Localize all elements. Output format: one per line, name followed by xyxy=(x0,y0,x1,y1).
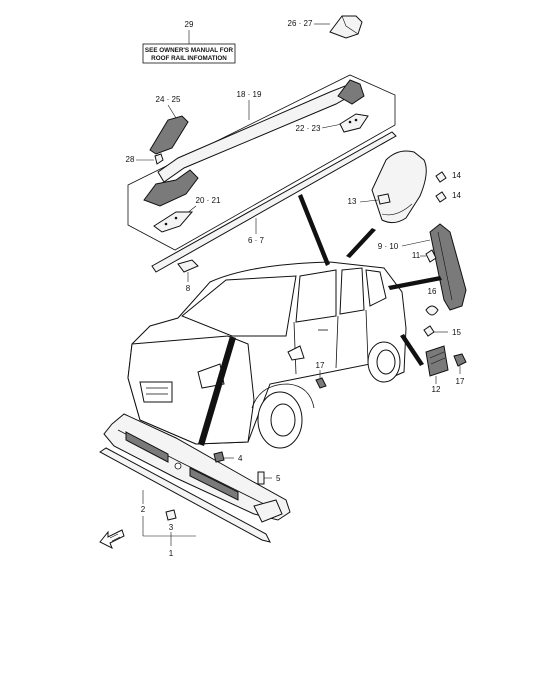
cowl-seal xyxy=(99,447,271,543)
cowl-end-bracket xyxy=(253,499,283,523)
callout-8: 8 xyxy=(186,284,191,293)
rail-rear-leg xyxy=(337,79,365,105)
pointer-side-garnish xyxy=(388,276,442,290)
cowl-vent-left xyxy=(125,431,169,463)
callout-11: 11 xyxy=(412,251,421,260)
callout-9-10: 9 · 10 xyxy=(378,242,399,251)
seal-16 xyxy=(425,305,439,316)
pointer-fuel-lid xyxy=(346,228,376,258)
callout-13: 13 xyxy=(348,197,357,206)
pointer-roof-rail xyxy=(298,194,330,266)
drip-molding xyxy=(151,131,397,273)
callout-14-lower: 14 xyxy=(452,191,461,200)
screw-4 xyxy=(213,451,225,463)
callout-6-7: 6 · 7 xyxy=(248,236,265,245)
callout-12: 12 xyxy=(432,385,441,394)
callout-2: 2 xyxy=(141,505,146,514)
roof-rail-box-outline xyxy=(127,74,396,251)
rail-front-leg xyxy=(143,169,199,207)
vehicle-body xyxy=(127,261,407,449)
callout-5: 5 xyxy=(276,474,281,483)
callout-3: 3 xyxy=(169,523,174,532)
callout-17-right: 17 xyxy=(456,377,465,386)
clip-15 xyxy=(423,325,435,337)
bolt-5 xyxy=(257,471,265,485)
callout-20-21: 20 · 21 xyxy=(196,196,221,205)
owners-manual-note: SEE OWNER'S MANUAL FOR ROOF RAIL INFOMAT… xyxy=(142,43,236,64)
lid-clip-upper xyxy=(435,171,447,183)
callout-18-19: 18 · 19 xyxy=(237,90,262,99)
callout-22-23: 22 · 23 xyxy=(296,124,321,133)
roof-rail xyxy=(157,85,353,183)
callout-16: 16 xyxy=(428,287,437,296)
callout-14-upper: 14 xyxy=(452,171,461,180)
callout-4: 4 xyxy=(238,454,243,463)
clip-17-left xyxy=(315,377,327,389)
callout-17-left: 17 xyxy=(316,361,325,370)
garnish-clip xyxy=(425,249,437,263)
note-line-2: ROOF RAIL INFOMATION xyxy=(151,55,227,62)
molding-clip xyxy=(177,259,199,273)
pointer-cowl xyxy=(198,336,236,446)
callout-29: 29 xyxy=(185,20,194,29)
fuel-filler-lid xyxy=(371,150,427,224)
rail-end-cap xyxy=(329,15,363,39)
callout-24-25: 24 · 25 xyxy=(156,95,181,104)
rail-cover-front xyxy=(149,115,189,155)
clip-3 xyxy=(165,509,177,521)
callout-15: 15 xyxy=(452,328,461,337)
front-direction-arrow-icon xyxy=(99,529,125,550)
note-line-1: SEE OWNER'S MANUAL FOR xyxy=(145,47,234,54)
emblem-12 xyxy=(425,345,449,377)
callout-1: 1 xyxy=(169,549,174,558)
pointer-emblem xyxy=(400,334,424,366)
callout-28: 28 xyxy=(126,155,135,164)
lid-bracket xyxy=(377,193,391,205)
clip-17-right xyxy=(453,353,467,367)
rear-pad xyxy=(339,113,369,133)
side-garnish xyxy=(429,223,467,311)
screw-28 xyxy=(154,153,164,165)
callout-26-27: 26 · 27 xyxy=(288,19,313,28)
cowl-vent-right xyxy=(189,467,239,501)
lid-clip-lower xyxy=(435,191,447,203)
front-pad xyxy=(153,211,194,233)
